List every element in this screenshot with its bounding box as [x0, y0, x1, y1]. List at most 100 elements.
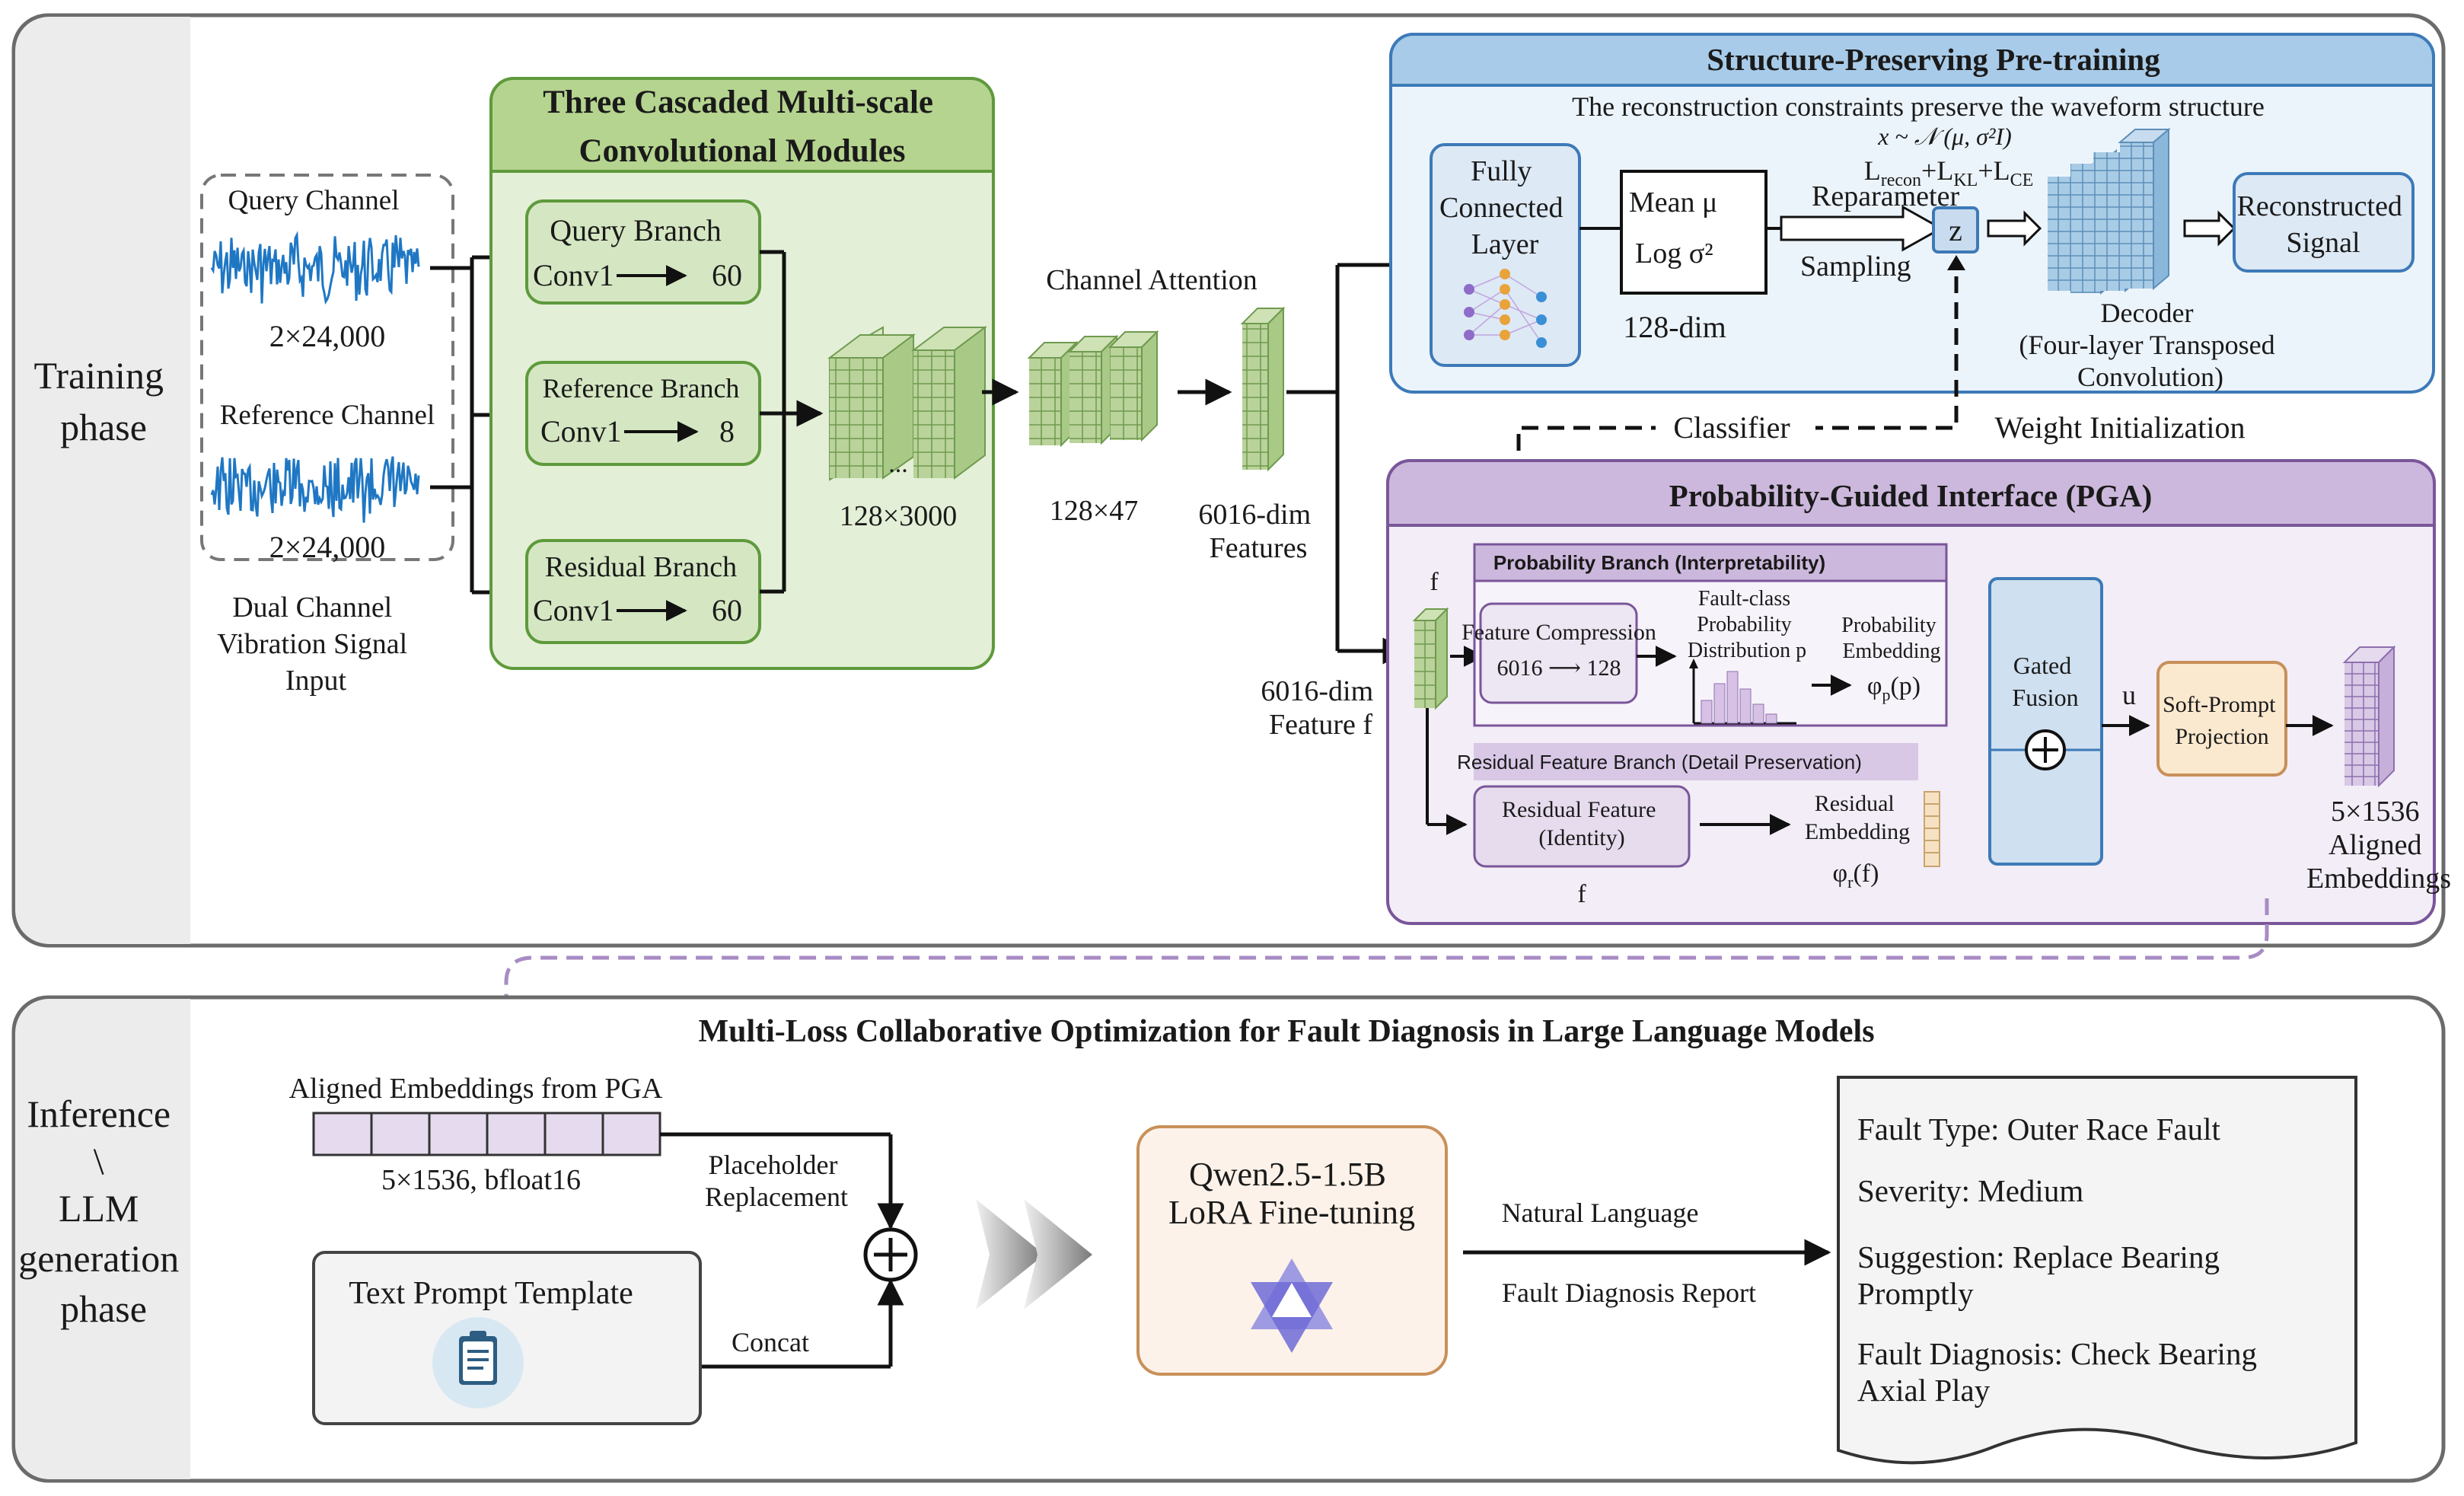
svg-text:z: z [1949, 213, 1962, 247]
reference-branch-box: Reference Branch Conv1 8 [525, 361, 761, 466]
classifier-label: Classifier [1673, 410, 1790, 445]
svg-text:8: 8 [719, 414, 735, 448]
pretraining-title: Structure-Preserving Pre-training [1707, 42, 2160, 77]
svg-text:5×1536, bfloat16: 5×1536, bfloat16 [381, 1164, 581, 1196]
probability-branch: Probability Branch (Interpretability) Fe… [1462, 543, 1948, 727]
svg-text:...: ... [888, 450, 908, 478]
phi-r-label: φr(f) [1833, 860, 1879, 892]
cascade-title: Three Cascaded Multi-scale Convolutional… [543, 85, 942, 169]
loss-formula: Lrecon+LKL+LCE [1864, 155, 2034, 190]
merge-plus-icon [863, 1227, 918, 1282]
svg-text:Conv1: Conv1 [540, 414, 622, 448]
svg-text:Qwen2.5-1.5B LoRA Fine-t: Qwen2.5-1.5B LoRA Fine-tuning [1168, 1156, 1415, 1231]
residual-embedding-bar [1924, 791, 1940, 867]
phi-p-label: φp(p) [1867, 672, 1921, 704]
placeholder-replacement-label: Placeholder Replacement [705, 1150, 848, 1212]
residual-feature-branch: Residual Feature Branch (Detail Preserva… [1457, 743, 1940, 908]
svg-text:60: 60 [712, 258, 742, 292]
reparameterization: Reparameter Sampling x ~ 𝒩 (μ, σ²I) Lrec… [1780, 123, 2034, 282]
branch-merge-connectors [760, 250, 824, 594]
feature-shape-128x3000: 128×3000 [840, 500, 957, 532]
classifier-weight-init-link: Classifier Weight Initialization [1509, 255, 2276, 527]
svg-text:f: f [1430, 568, 1439, 596]
residual-branch-box: Residual Branch Conv1 60 [525, 539, 761, 644]
svg-text:Aligned Embeddings from PGA: Aligned Embeddings from PGA [289, 1073, 663, 1105]
weight-init-label: Weight Initialization [1995, 410, 2246, 445]
channel-attention-shape: 128×47 [1050, 495, 1138, 527]
latent-z-box: z [1932, 206, 1979, 254]
svg-text:Feature Compression: Feature Compression [1462, 620, 1656, 645]
aligned-embeddings-label: 5×1536 Aligned Embeddings [2306, 796, 2451, 895]
svg-text:Mean μ: Mean μ [1629, 187, 1717, 218]
query-branch-box: Query Branch Conv1 60 [525, 199, 761, 305]
u-label: u [2122, 680, 2136, 710]
svg-text:Reconstructed Signal: Reconstructed Signal [2237, 190, 2410, 259]
svg-text:Query Branch: Query Branch [550, 213, 721, 247]
svg-text:Gated Fusion: Gated Fusion [2012, 652, 2078, 711]
reference-channel-label: Reference Channel [220, 400, 435, 431]
aligned-embeddings-stack: 5×1536 Aligned Embeddings [2306, 645, 2451, 895]
svg-text:Reparameter: Reparameter [1812, 180, 1959, 212]
gated-fusion-box: Gated Fusion [1988, 577, 2103, 866]
svg-text:Log σ²: Log σ² [1635, 238, 1713, 270]
concat-label: Concat [732, 1327, 809, 1357]
residual-embedding-label: Residual Embedding [1805, 791, 1910, 844]
svg-text:60: 60 [712, 593, 742, 627]
svg-text:Soft-Prompt Projection: Soft-Prompt Projection [2163, 692, 2281, 749]
probability-histogram-icon [1689, 659, 1796, 725]
features-label: 6016-dim Features [1198, 499, 1318, 564]
inference-title: Multi-Loss Collaborative Optimization fo… [698, 1014, 1874, 1049]
reconstructed-signal-box: Reconstructed Signal [2233, 172, 2415, 273]
reference-shape-label: 2×24,000 [269, 530, 386, 564]
svg-text:Residual Feature Branch (Detai: Residual Feature Branch (Detail Preserva… [1457, 751, 1862, 774]
training-phase-label: Training phase [34, 354, 174, 448]
clipboard-icon [432, 1317, 524, 1408]
merge-connectors [660, 1132, 904, 1369]
fault-type-line: Fault Type: Outer Race Fault [1857, 1112, 2220, 1147]
suggestion-line: Suggestion: Replace Bearing Promptly [1857, 1239, 2227, 1311]
latent-dim-label: 128-dim [1623, 310, 1726, 344]
pga-input-feature: f 6016-dim Feature f [1261, 568, 1449, 741]
diagnosis-report-label: Fault Diagnosis Report [1502, 1278, 1756, 1308]
aligned-embeddings-input: Aligned Embeddings from PGA 5×1536, bflo… [289, 1073, 663, 1196]
mean-logvar-box: Mean μ Log σ² 128-dim [1620, 170, 1768, 344]
distribution-formula: x ~ 𝒩 (μ, σ²I) [1877, 123, 2012, 150]
inference-phase-label: Inference \ LLM generation phase [18, 1092, 189, 1330]
query-signal-waveform [210, 231, 420, 305]
decoder-label: Decoder (Four-layer Transposed Convoluti… [2019, 298, 2281, 392]
diagnosis-output-document: Fault Type: Outer Race Fault Severity: M… [1837, 1076, 2357, 1465]
probability-embedding-label: Probability Embedding [1841, 614, 1941, 663]
forward-chevron-icon [976, 1199, 1092, 1309]
svg-text:Text Prompt Template: Text Prompt Template [349, 1276, 633, 1311]
fault-distribution-label: Fault-class Probability Distribution p [1688, 587, 1806, 662]
decoder-stack: Decoder (Four-layer Transposed Convoluti… [2019, 127, 2281, 392]
input-caption: Dual Channel Vibration Signal Input [217, 592, 414, 697]
neural-network-icon [1464, 269, 1547, 348]
channel-attention-label: Channel Attention [1046, 264, 1258, 296]
query-shape-label: 2×24,000 [269, 319, 386, 353]
feature-map-128x3000: ... 128×3000 [827, 326, 987, 532]
svg-text:Sampling: Sampling [1800, 250, 1911, 282]
reference-signal-waveform [210, 456, 420, 523]
svg-text:f: f [1577, 880, 1586, 908]
feature-f-label: 6016-dim Feature f [1261, 675, 1380, 741]
svg-text:Conv1: Conv1 [533, 258, 614, 292]
qwen-logo-icon [1251, 1258, 1333, 1353]
input-group: Query Channel 2×24,000 Reference Channel… [200, 174, 454, 697]
query-channel-label: Query Channel [228, 185, 399, 216]
svg-text:Fully Connected La: Fully Connected Layer [1439, 155, 1570, 260]
soft-prompt-projection-box: Soft-Prompt Projection [2156, 661, 2287, 777]
pga-to-inference-link [492, 898, 2269, 1061]
svg-text:6016 ⟶ 128: 6016 ⟶ 128 [1497, 655, 1621, 681]
channel-attention-features: Channel Attention 128×47 [1027, 264, 1258, 527]
svg-text:Reference Branch: Reference Branch [543, 373, 740, 404]
svg-text:Conv1: Conv1 [533, 593, 614, 627]
pga-title: Probability-Guided Interface (PGA) [1669, 478, 2153, 513]
diagnosis-line: Fault Diagnosis: Check Bearing Axial Pla… [1857, 1336, 2265, 1408]
feature-vector-6016: 6016-dim Features [1198, 306, 1318, 564]
text-prompt-template-box: Text Prompt Template [312, 1251, 702, 1425]
svg-text:Residual Branch: Residual Branch [545, 551, 737, 583]
fully-connected-layer-box: Fully Connected Layer [1430, 143, 1581, 367]
pretraining-subtitle: The reconstruction constraints preserve … [1572, 91, 2265, 122]
svg-text:Residual Feature (Identi: Residual Feature (Identity) [1502, 797, 1662, 850]
